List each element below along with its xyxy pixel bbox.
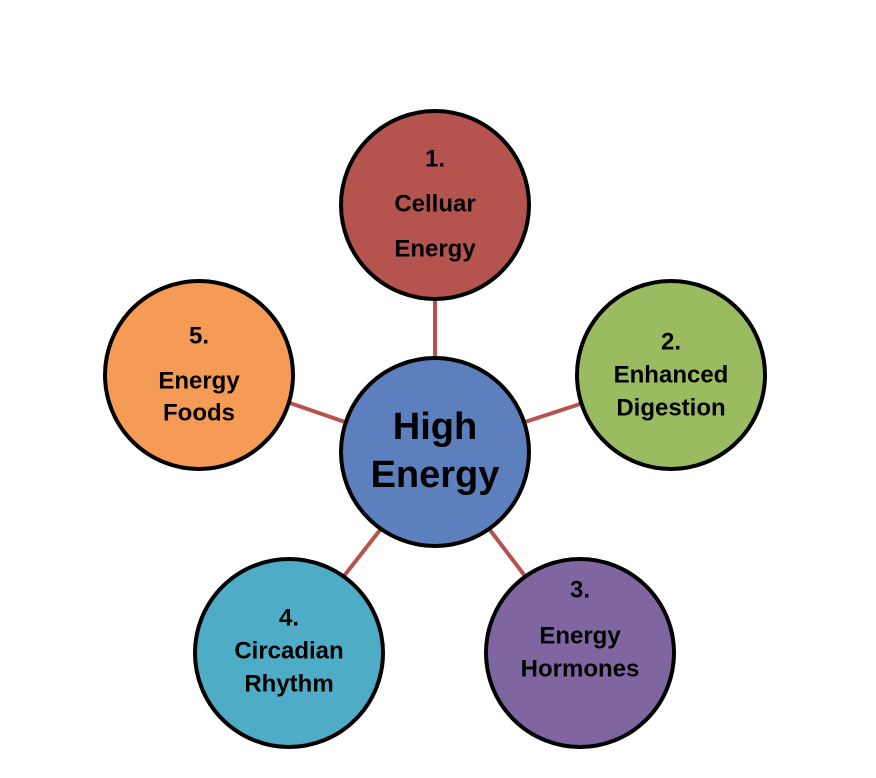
node-3: 3. Energy Hormones [484, 557, 676, 749]
node-5-line-2: Foods [163, 399, 235, 426]
node-3-line-2: Hormones [521, 655, 640, 682]
node-2-number: 2. [661, 328, 681, 355]
node-5-number: 5. [189, 322, 209, 349]
hub-line-2: Energy [371, 454, 500, 496]
hub-circle [339, 356, 531, 548]
node-1-circle [339, 109, 531, 301]
node-1-number: 1. [425, 145, 445, 172]
node-4-number: 4. [279, 604, 299, 631]
node-3-number: 3. [570, 576, 590, 603]
connector-4 [342, 528, 382, 578]
node-3-line-1: Energy [539, 622, 621, 649]
node-4-line-2: Rhythm [244, 670, 333, 697]
node-5-line-1: Energy [158, 367, 240, 394]
hub-line-1: High [393, 406, 477, 448]
node-2-line-2: Digestion [616, 394, 725, 421]
node-5-circle [103, 279, 295, 471]
connectors [289, 298, 581, 578]
node-1-line-2: Energy [394, 235, 476, 262]
node-4-circle [193, 557, 385, 749]
node-1: 1. Celluar Energy [339, 109, 531, 301]
node-3-circle [484, 557, 676, 749]
node-4: 4. Circadian Rhythm [193, 557, 385, 749]
node-4-line-1: Circadian [234, 637, 343, 664]
node-2-line-1: Enhanced [614, 361, 729, 388]
node-5: 5. Energy Foods [103, 279, 295, 471]
connector-2 [524, 402, 581, 424]
node-2-circle [575, 279, 767, 471]
hub-node: High Energy [339, 356, 531, 548]
connector-5 [289, 401, 346, 424]
node-1-line-1: Celluar [394, 190, 475, 217]
node-2: 2. Enhanced Digestion [575, 279, 767, 471]
connector-3 [488, 528, 527, 578]
